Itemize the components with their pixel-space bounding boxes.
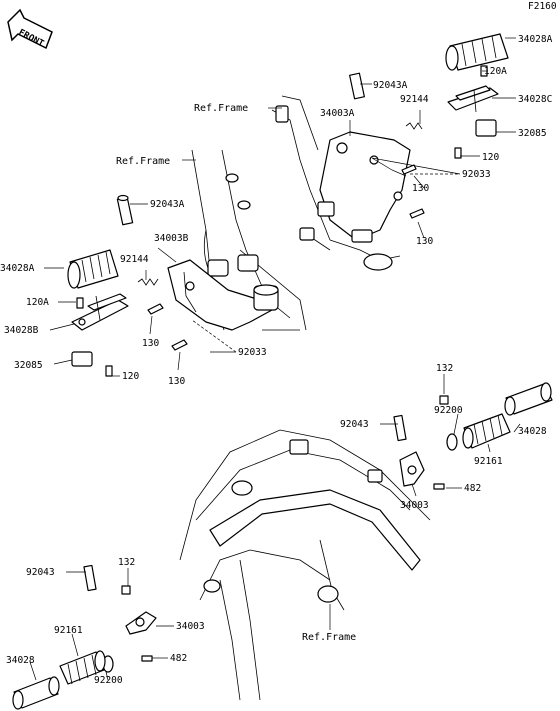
label-120A-right: 120A	[484, 66, 507, 77]
footpeg-34028C	[447, 85, 499, 113]
bracket-34003-right	[399, 451, 425, 487]
bolt-132-left	[121, 585, 131, 595]
lower-frame-section	[179, 429, 431, 701]
label-32085-left: 32085	[14, 360, 43, 371]
peg-34028-left	[12, 676, 60, 710]
pin-120-right	[454, 147, 462, 159]
pad-32085-right	[475, 119, 497, 137]
pin-92043-left	[83, 564, 97, 592]
leader-lines	[29, 37, 521, 681]
label-92033-right: 92033	[462, 169, 491, 180]
label-92033-left: 92033	[238, 347, 267, 358]
label-482-right: 482	[464, 483, 481, 494]
label-ref-frame-lower: Ref.Frame	[302, 632, 356, 643]
figure-code: F2160	[528, 1, 557, 12]
label-92043A-left: 92043A	[150, 199, 185, 210]
left-frame-section	[191, 149, 307, 331]
label-130-left-upper: 130	[142, 338, 159, 349]
pin-120-left	[105, 365, 113, 377]
label-92144-left: 92144	[120, 254, 149, 265]
pin-120A-left	[76, 297, 84, 309]
label-92161-right: 92161	[474, 456, 503, 467]
label-ref-frame-right: Ref.Frame	[194, 103, 248, 114]
label-34028-left: 34028	[6, 655, 35, 666]
label-130-left-lower: 130	[168, 376, 185, 387]
right-frame-section	[271, 95, 401, 271]
pin-482-right	[433, 483, 445, 490]
label-92043-right: 92043	[340, 419, 369, 430]
label-34003-right: 34003	[400, 500, 429, 511]
label-120A-left: 120A	[26, 297, 49, 308]
spring-92144-left	[137, 278, 159, 286]
rubber-92161-left	[59, 650, 106, 685]
label-92043A-right: 92043A	[373, 80, 408, 91]
footpeg-34028B	[71, 293, 129, 331]
washer-92200-right	[446, 433, 458, 451]
label-34003A: 34003A	[320, 108, 355, 119]
pad-32085-left	[71, 351, 93, 367]
label-120-right: 120	[482, 152, 499, 163]
pin-92043A-left	[116, 194, 134, 226]
bolt-132-right	[439, 395, 449, 405]
bolt-130-left	[147, 303, 188, 351]
pin-482-left	[141, 655, 153, 662]
label-92043-left: 92043	[26, 567, 55, 578]
label-34003-left: 34003	[176, 621, 205, 632]
label-92200-left: 92200	[94, 675, 123, 686]
label-92144-right: 92144	[400, 94, 429, 105]
label-ref-frame-left: Ref.Frame	[116, 156, 170, 167]
footpeg-rubber-34028A-left	[67, 249, 119, 289]
label-34028A-left: 34028A	[0, 263, 35, 274]
label-130-right-lower: 130	[416, 236, 433, 247]
pin-92043-right	[393, 414, 407, 442]
label-132-left: 132	[118, 557, 135, 568]
spring-92144-right	[405, 122, 423, 130]
front-arrow-icon: FRONT	[7, 8, 53, 50]
label-34028B: 34028B	[4, 325, 39, 336]
pin-92043A-right	[349, 72, 365, 100]
label-130-right-upper: 130	[412, 183, 429, 194]
label-34028C: 34028C	[518, 94, 552, 105]
label-482-left: 482	[170, 653, 187, 664]
rubber-92161-right	[462, 413, 511, 449]
label-92161-left: 92161	[54, 625, 83, 636]
label-120-left: 120	[122, 371, 139, 382]
bracket-34003-left	[125, 611, 157, 635]
peg-34028-right	[504, 382, 553, 416]
label-34003B: 34003B	[154, 233, 189, 244]
bracket-34003A	[317, 131, 411, 243]
label-34028-right: 34028	[518, 426, 547, 437]
bracket-34003B	[167, 259, 279, 331]
label-92200-right: 92200	[434, 405, 463, 416]
label-32085-right: 32085	[518, 128, 547, 139]
footpeg-rubber-34028A-right	[445, 33, 509, 71]
bolt-130-right	[401, 164, 425, 219]
label-34028A-right: 34028A	[518, 34, 553, 45]
label-132-right: 132	[436, 363, 453, 374]
